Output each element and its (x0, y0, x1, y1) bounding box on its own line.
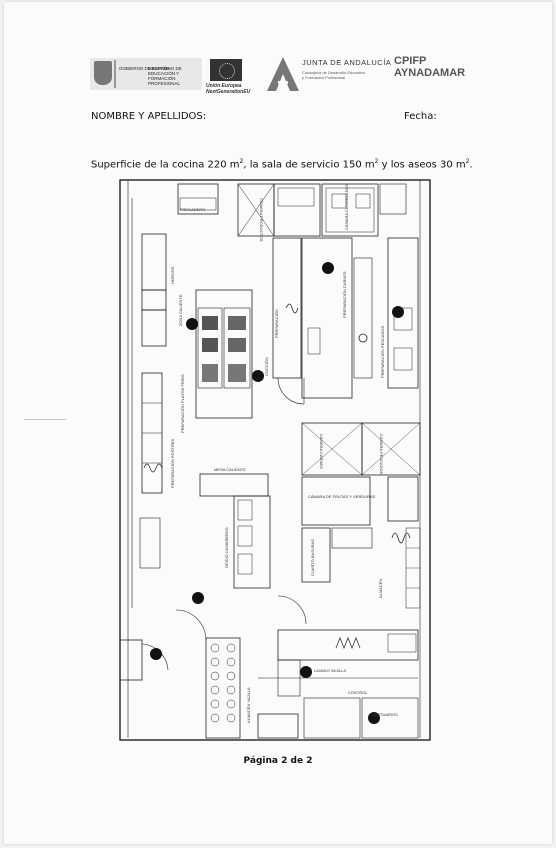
document-page (4, 2, 552, 844)
kitchen-floor-plan: FREGADERO CÁMARA PRODUCTOS CÁMARA CONGEL… (119, 179, 431, 741)
label-coccion: COCCIÓN (264, 357, 269, 376)
gov-logo-line-1: GOBIERNO DE ESPAÑA (119, 66, 170, 71)
spain-shield-icon (94, 61, 112, 85)
surface-statement: Superficie de la cocina 220 m2, la sala … (91, 158, 473, 171)
gov-logo-line-2: MINISTERIO DE EDUCACIÓN Y FORMACIÓN PROF… (148, 66, 182, 86)
label-almacen-vajilla: ALMACÉN VAJILLA (246, 687, 251, 723)
label-camara-pescados: CÁMARA PESCADOS (379, 434, 384, 475)
eu-flag-icon (210, 59, 242, 81)
label-preparacion-postres: PREPARACIÓN POSTRES (170, 439, 175, 488)
junta-andalucia-logo-icon (267, 57, 299, 91)
label-hornos: HORNOS (170, 266, 175, 284)
page-number: Página 2 de 2 (243, 756, 313, 766)
school-name: CPIFP AYNADAMAR (394, 55, 466, 79)
label-vestuarios: VESTUARIOS (372, 712, 398, 717)
label-almacen: ALMACÉN (378, 579, 383, 598)
label-camara-frutas: CÁMARA DE FRUTAS Y VERDURAS (308, 494, 376, 499)
label-preparacion-carnes: PREPARACIÓN CARNES (342, 271, 347, 318)
label-zona-caliente: ZONA CALIENTE (178, 294, 183, 326)
name-label: NOMBRE Y APELLIDOS: (91, 111, 207, 122)
label-preparacion-platos-frios: PREPARACIÓN PLATOS FRÍOS (180, 374, 185, 433)
junta-subtitle: Consejería de Desarrollo Educativo y For… (302, 70, 365, 80)
label-control: CONTROL (348, 690, 368, 695)
label-camara-congelados: CÁMARA CONGELADOS (344, 183, 349, 230)
label-fregadero: FREGADERO (180, 207, 205, 212)
junta-name: JUNTA DE ANDALUCÍA (302, 58, 392, 67)
label-preparacion-pescados: PREPARACIÓN PESCADOS (380, 326, 385, 378)
label-preparacion: PREPARACIÓN (274, 309, 279, 338)
label-camara-carnes: CÁMARA CARNES (319, 434, 324, 469)
label-camara-productos: CÁMARA PRODUCTOS (259, 198, 264, 242)
eu-label: Unión Europea NextGenerationEU (206, 83, 251, 95)
date-label: Fecha: (404, 111, 437, 122)
label-mesa-caliente: MESA CALIENTE (214, 467, 246, 472)
label-cuarto-basuras: CUARTO BASURAS (310, 539, 315, 576)
label-lavado-vajilla: LAVADO VAJILLA (314, 668, 346, 673)
label-oficio-camareros: OFICIO CAMAREROS (224, 527, 229, 568)
government-logo: GOBIERNO DE ESPAÑA MINISTERIO DE EDUCACI… (90, 58, 202, 90)
